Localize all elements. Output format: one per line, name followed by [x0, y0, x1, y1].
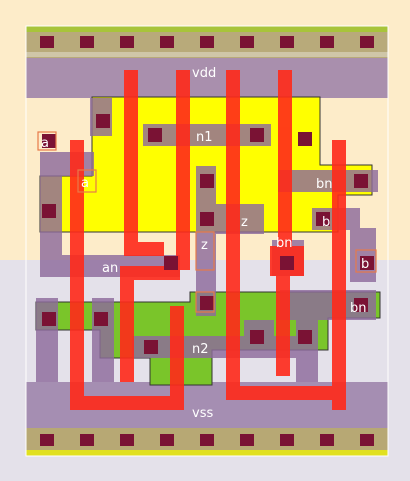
- pin-markers: [37, 131, 377, 313]
- a-inner-label: a: [81, 176, 89, 191]
- cell-boundary: [25, 25, 389, 457]
- n1-label: n1: [196, 130, 213, 145]
- vss-label: vss: [192, 406, 213, 421]
- contact-cuts: [40, 36, 374, 446]
- bn-label-right: bn: [316, 177, 333, 192]
- b-inner-label: b: [322, 215, 330, 230]
- bn-label-lower: bn: [350, 301, 367, 316]
- bn-label-center: bn: [276, 236, 293, 251]
- an-label: an: [102, 261, 118, 276]
- z-label-top: z: [241, 215, 248, 230]
- a-pin-label: a: [41, 136, 49, 151]
- poly-layer: [70, 70, 346, 410]
- b-pin-label: b: [361, 257, 369, 272]
- vdd-label: vdd: [192, 66, 216, 81]
- n2-label: n2: [192, 342, 209, 357]
- z-label-mid: z: [201, 238, 208, 253]
